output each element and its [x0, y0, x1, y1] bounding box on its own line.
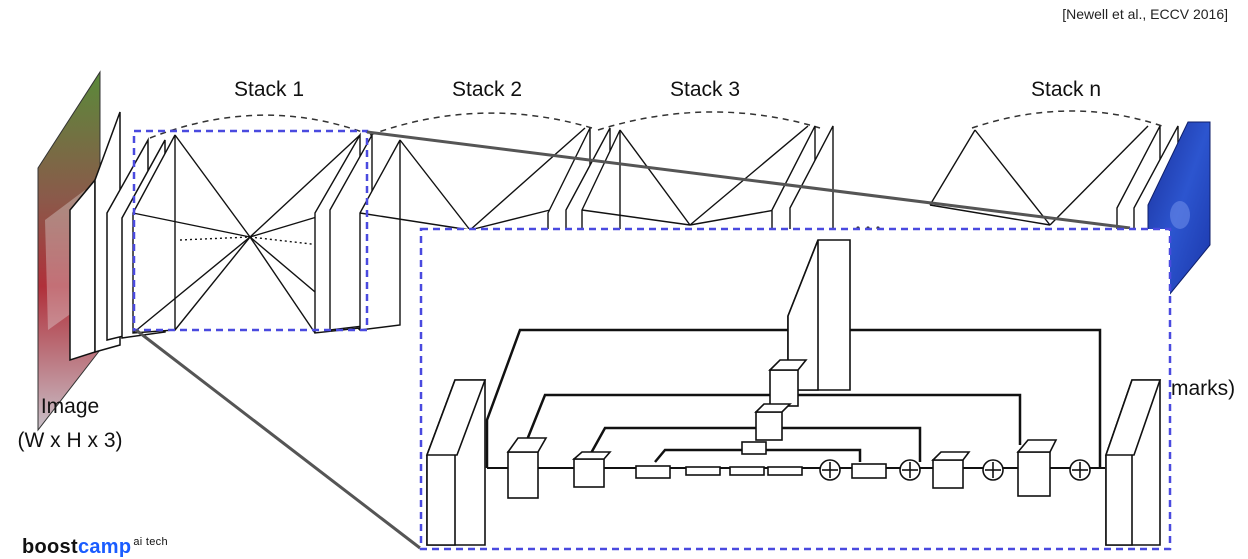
- hourglass-detail: [425, 239, 1162, 546]
- stack-3-label: Stack 3: [670, 78, 741, 101]
- input-caption-dims: (W x H x 3): [6, 428, 134, 453]
- stack-arcs: [149, 110, 1163, 139]
- zoom-connectors: [135, 130, 1131, 550]
- stack-1-hourglass: [132, 132, 373, 334]
- citation: [Newell et al., ECCV 2016]: [1062, 6, 1228, 22]
- input-caption-line1: Image: [40, 395, 100, 418]
- output-caption-fragment: marks): [1171, 377, 1236, 400]
- stack-3-hourglass: [581, 125, 834, 236]
- input-caption-line2: (W x H x 3): [17, 429, 123, 452]
- stack-1-label: Stack 1: [234, 78, 305, 101]
- sum-nodes: [819, 459, 1091, 481]
- stack-n-label: Stack n: [1031, 78, 1102, 101]
- logo-part-3: ai tech: [133, 536, 168, 548]
- logo-part-1: boost: [22, 536, 78, 558]
- input-caption: Image: [28, 394, 112, 419]
- stack-2-label: Stack 2: [452, 78, 523, 101]
- logo-part-2: camp: [77, 536, 132, 558]
